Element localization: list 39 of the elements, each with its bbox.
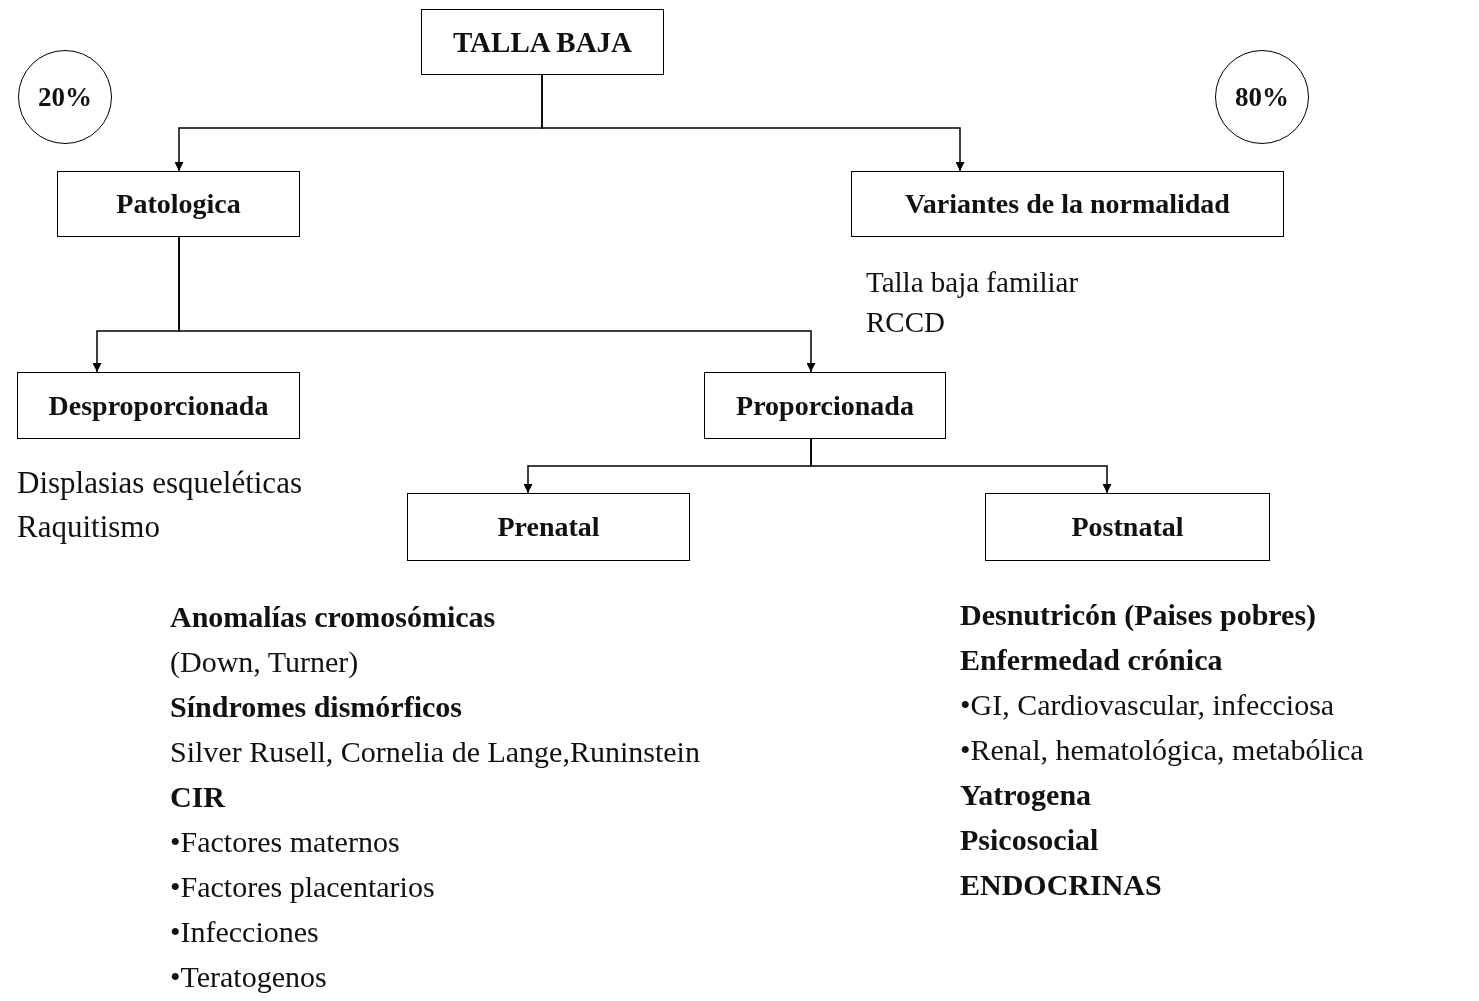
connector-arrow [810,438,1112,494]
category-box [57,171,300,237]
list-item-text: •Renal, hematológica, metabólica [960,732,1364,768]
box-label: Desproporcionada [48,389,269,422]
list-item-text: •Factores placentarios [170,869,436,905]
box-label: Postnatal [1071,511,1184,543]
list-item-text: (Down, Turner) [170,644,360,680]
list-item-text: CIR [170,779,227,815]
list-item-text: Displasias esqueléticas [17,464,302,502]
list-item-text: ENDOCRINAS [960,867,1163,903]
category-box [704,372,946,439]
box-label: 20% [38,81,92,113]
list-item-text: Síndromes dismórficos [170,689,463,725]
connector-arrow [178,236,816,373]
list-item-text: •Teratogenos [170,959,328,995]
list-item-text: RCCD [866,305,946,340]
list-item-text: Psicosocial [960,822,1100,858]
box-label: 80% [1235,81,1289,113]
category-box [851,171,1284,237]
category-box [985,493,1270,561]
list-item-text: •Factores maternos [170,824,401,860]
connector-arrow [541,74,965,172]
list-item-text: •Infecciones [170,914,320,950]
list-item-text: •GI, Cardiovascular, infecciosa [960,687,1336,723]
category-box [407,493,690,561]
category-box [17,372,300,439]
box-label: TALLA BAJA [452,25,633,59]
list-item-text: Raquitismo [17,508,161,546]
box-label: Prenatal [497,511,600,543]
list-item-text: Anomalías cromosómicas [170,599,497,635]
list-item-text: Silver Rusell, Cornelia de Lange,Runinstein [170,734,700,770]
box-label: Variantes de la normalidad [905,188,1230,220]
list-item-text: Desnutricón (Paises pobres) [960,597,1318,633]
box-label: Proporcionada [736,389,914,422]
category-box [421,9,664,75]
list-item-text: Talla baja familiar [866,265,1079,300]
list-item-text: Yatrogena [960,777,1093,813]
box-label: Patologica [116,188,241,220]
list-item-text: Enfermedad crónica [960,642,1224,678]
